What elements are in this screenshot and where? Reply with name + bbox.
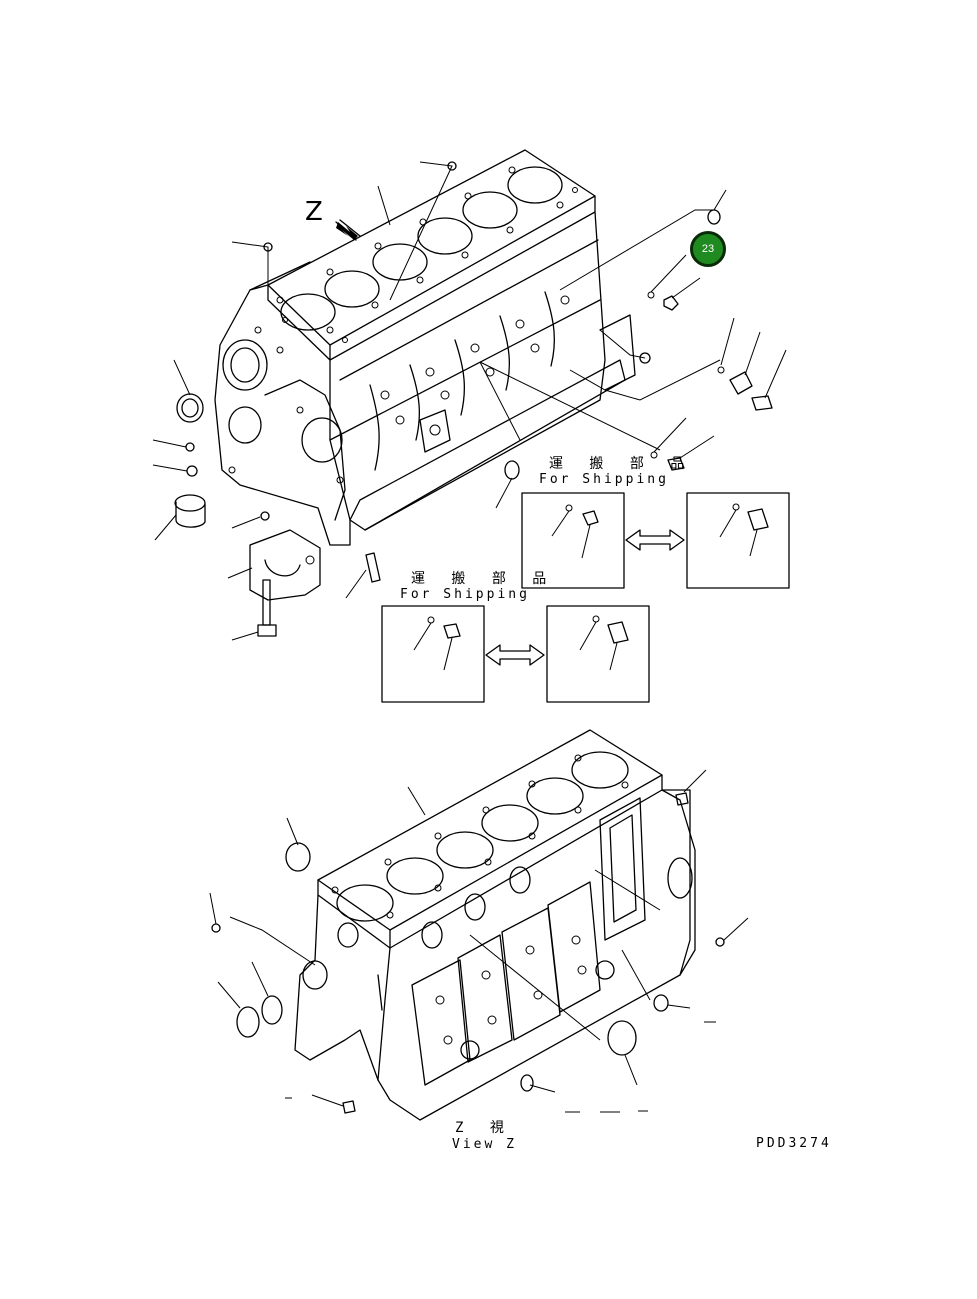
upper-loose-parts: [174, 161, 773, 637]
upper-cylinder-block: [214, 149, 636, 546]
shipping-box-1b: [686, 492, 790, 589]
double-arrow-2: [485, 644, 545, 666]
shipping-note-2-english: For Shipping: [400, 587, 530, 602]
shipping-box-2b: [546, 605, 650, 703]
main-bearing-cap: [249, 529, 321, 601]
drawing-code: PDD3274: [756, 1136, 832, 1151]
shipping-box-2a: [381, 605, 485, 703]
shipping-note-1-japanese: 運 搬 部 品: [549, 456, 694, 472]
lower-loose-parts: [211, 792, 725, 1114]
lower-cylinder-bores: [336, 751, 629, 922]
lower-leader-lines: [209, 769, 749, 1113]
callout-23[interactable]: 23: [690, 231, 726, 267]
lower-cylinder-block: [294, 729, 696, 1121]
shipping-box-1a: [521, 492, 625, 589]
lower-view-title-japanese: Z 視: [455, 1120, 513, 1136]
double-arrow-1: [625, 529, 685, 551]
shipping-note-1-english: For Shipping: [539, 472, 669, 487]
view-z-marker: Z: [305, 197, 323, 227]
lower-view-title-english: View Z: [452, 1137, 517, 1152]
upper-leader-lines: [152, 161, 787, 641]
view-z-arrow: [335, 219, 361, 241]
shipping-note-2-japanese: 運 搬 部 品: [411, 571, 556, 587]
upper-cylinder-bores: [280, 166, 563, 331]
deck-holes: [276, 166, 578, 343]
